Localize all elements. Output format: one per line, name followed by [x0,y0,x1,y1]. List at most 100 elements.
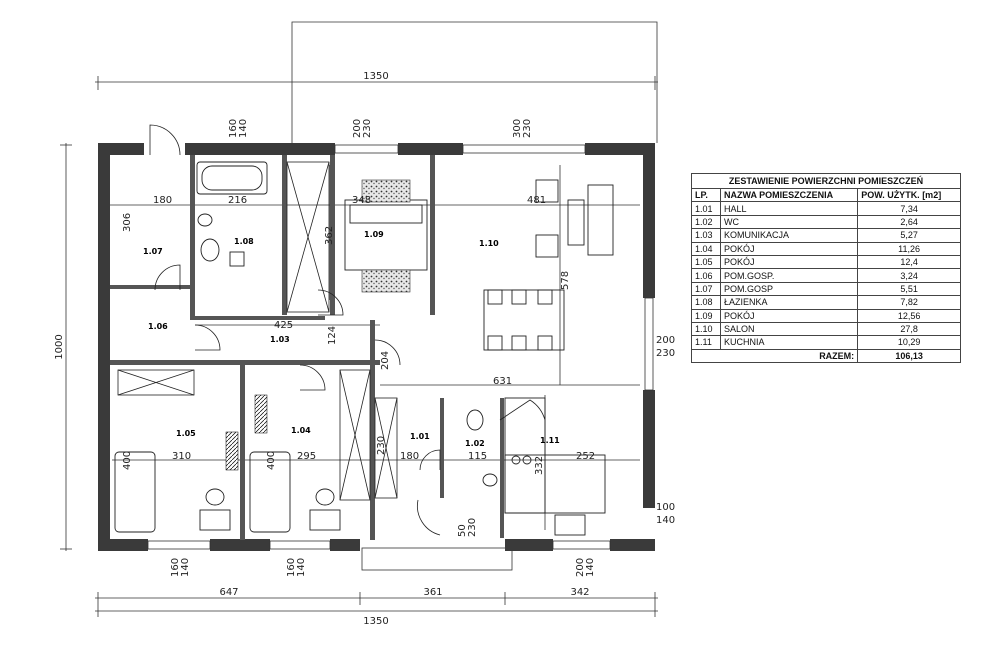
row-name: POKÓJ [719,241,859,256]
dim-362: 362 [324,226,335,245]
dimension-lines [60,76,658,617]
dim-230c: 230 [376,436,387,455]
room-label-1.04: 1.04 [291,426,311,435]
dim-310: 310 [172,451,191,462]
dimension-labels: 1350 1000 647 361 342 1350 180 216 348 4… [54,71,675,627]
dim-124: 124 [327,326,338,345]
door-swings [149,124,546,536]
dim-bottom-200: 200 [575,558,586,577]
row-area: 12,56 [857,308,961,323]
room-label-1.07: 1.07 [143,247,163,256]
dim-right-230: 230 [656,348,675,359]
rugs [361,179,411,293]
row-name: WC [719,214,859,230]
row-area: 5,51 [857,281,961,297]
dim-578: 578 [560,271,571,290]
row-name: POM.GOSP [719,281,859,297]
dim-bottom-140b: 140 [296,558,307,577]
table-title: ZESTAWIENIE POWIERZCHNI POMIESZCZEŃ [691,173,961,189]
room-label-1.06: 1.06 [148,322,168,331]
dim-top-200: 200 [352,119,363,138]
room-label-1.11: 1.11 [540,436,560,445]
toilet-icon-2 [205,488,225,506]
dim-306: 306 [122,213,133,232]
dim-180b: 180 [400,451,419,462]
row-area: 12,4 [857,254,961,270]
row-name: SALON [719,321,859,337]
room-area-table: ZESTAWIENIE POWIERZCHNI POMIESZCZEŃ LP. … [690,173,961,364]
row-area: 7,34 [857,201,961,216]
bed-icon [114,451,156,533]
row-lp: 1.06 [691,268,721,283]
room-label-1.10: 1.10 [479,239,499,248]
row-name: KOMUNIKACJA [719,228,859,243]
row-name: KUCHNIA [719,335,859,350]
row-lp: 1.05 [691,254,721,270]
row-lp: 1.10 [691,321,721,337]
row-lp: 1.11 [691,335,721,350]
exterior-walls [98,143,655,551]
dim-332: 332 [534,456,545,475]
row-area: 5,27 [857,228,961,243]
col-lp-header: LP. [691,187,721,203]
row-area: 27,8 [857,321,961,337]
row-name: POKÓJ [719,308,859,323]
hatched-columns [225,394,268,471]
bottom-segment-2: 361 [423,587,442,598]
wardrobes [117,161,398,501]
dim-216: 216 [228,195,247,206]
dim-400: 400 [122,451,133,470]
col-area-header: POW. UŻYTK. [m2] [857,187,961,203]
bathtub-icon [196,161,268,195]
dim-230: 230 [467,518,478,537]
overall-width-label-bottom: 1350 [363,616,388,627]
toilet-icon [200,238,220,262]
dim-631: 631 [493,376,512,387]
row-area: 11,26 [857,241,961,256]
dim-180: 180 [153,195,172,206]
dim-top-230b: 230 [522,119,533,138]
row-lp: 1.02 [691,214,721,230]
dim-bottom-160b: 160 [286,558,297,577]
col-name-header: NAZWA POMIESZCZENIA [719,187,859,203]
row-lp: 1.01 [691,201,721,216]
room-label-1.05: 1.05 [176,429,196,438]
row-name: POKÓJ [719,254,859,270]
bottom-segment-3: 342 [570,587,589,598]
row-lp: 1.07 [691,281,721,297]
dim-right-200: 200 [656,335,675,346]
total-label: RAZEM: [690,348,859,364]
row-area: 10,29 [857,335,961,350]
dim-252: 252 [576,451,595,462]
fixtures [114,161,614,536]
dim-115: 115 [468,451,487,462]
kitchen-counter-icon [504,397,546,514]
dim-top-140: 140 [238,119,249,138]
room-labels: 1.07 1.08 1.09 1.10 1.06 1.03 1.05 1.04 … [143,230,560,448]
double-bed-icon [344,199,428,271]
sofa-icon [587,184,614,256]
dim-295: 295 [297,451,316,462]
row-area: 3,24 [857,268,961,283]
dim-right-140: 140 [656,515,675,526]
dim-204: 204 [380,351,391,370]
row-lp: 1.08 [691,295,721,310]
row-name: POM.GOSP. [719,268,859,283]
row-name: HALL [719,201,859,216]
room-label-1.09: 1.09 [364,230,384,239]
dim-481: 481 [527,195,546,206]
dim-bottom-140: 140 [180,558,191,577]
overall-height-label: 1000 [54,334,65,359]
row-lp: 1.04 [691,241,721,256]
